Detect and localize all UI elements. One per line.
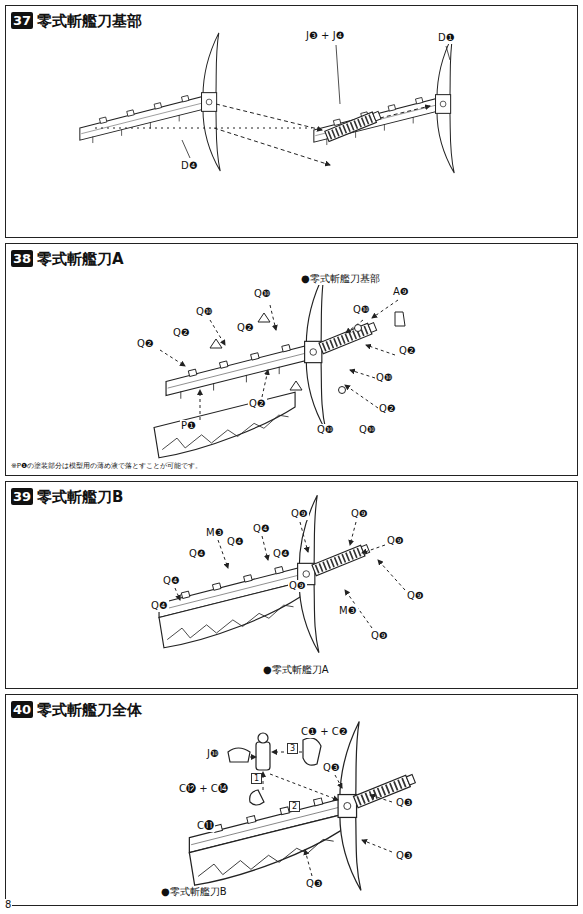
callout-label: Q❹ <box>188 548 207 560</box>
box-text: 40 <box>13 702 31 717</box>
step-number: 37 <box>11 12 33 29</box>
step-title: 零式斬艦刀A <box>37 249 124 269</box>
callout-label: Q❾ <box>386 535 405 547</box>
callout-label: Q❸ <box>322 762 341 774</box>
callout-label: ●零式斬艦刀A <box>262 664 330 676</box>
callout-label: Q❾ <box>290 508 309 520</box>
order-box: 2 <box>289 801 300 812</box>
callout-label: Q❾ <box>370 630 389 642</box>
callout-label: P❶ <box>180 420 197 432</box>
callout-label: Q❹ <box>150 600 169 612</box>
step-number: 39 <box>11 488 33 505</box>
callout-label: D❶ <box>437 32 456 44</box>
callout-label: Q❹ <box>162 575 181 587</box>
callout-label: Q❸ <box>305 878 324 890</box>
callout-label: ●零式斬艦刀B <box>160 886 228 898</box>
callout-label: Q❷ <box>236 322 255 334</box>
step-number: 38 <box>11 250 33 267</box>
callout-label: Q❾ <box>350 508 369 520</box>
callout-label: C⓬ + C⓮ <box>178 783 229 795</box>
callout-label: A❾ <box>392 286 410 298</box>
box-text: 37 <box>13 13 31 28</box>
callout-label: Q❿ <box>253 288 272 300</box>
callout-label: Q❷ <box>378 403 397 415</box>
callout-label: M❸ <box>205 527 225 539</box>
box-text: 38 <box>13 251 31 266</box>
callout-label: Q❹ <box>252 523 271 535</box>
box-text: 1 <box>254 774 259 783</box>
callout-label: Q❾ <box>406 590 425 602</box>
step-panel: 零式斬艦刀全体 40 3 1 2 <box>5 694 578 906</box>
order-box: 3 <box>287 743 298 754</box>
box-text: 3 <box>290 744 295 753</box>
callout-label: Q❿ <box>316 424 335 436</box>
box-text: 2 <box>292 802 297 811</box>
order-box: 1 <box>251 773 262 784</box>
step-panel: 零式斬艦刀基部 37 <box>5 5 578 238</box>
note-text: ※P❶の塗装部分は模型用の薄め液で落とすことが可能です。 <box>10 462 203 471</box>
callout-label: ●零式斬艦刀基部 <box>300 273 381 285</box>
callout-label: M❸ <box>338 605 358 617</box>
callout-label: Q❷ <box>172 327 191 339</box>
callout-label: Q❿ <box>352 304 371 316</box>
box-text: 39 <box>13 489 31 504</box>
callout-label: 8 <box>4 899 12 911</box>
callout-label: Q❿ <box>358 424 377 436</box>
step-title: 零式斬艦刀B <box>37 487 123 507</box>
callout-label: Q❿ <box>375 372 394 384</box>
step-panel: 零式斬艦刀A 38 <box>5 243 578 476</box>
callout-label: Q❿ <box>195 306 214 318</box>
callout-label: J❿ <box>206 748 220 760</box>
callout-label: Q❷ <box>398 345 417 357</box>
callout-label: C⓫ <box>196 820 215 832</box>
step-number: 40 <box>11 701 33 718</box>
callout-label: Q❹ <box>272 548 291 560</box>
step-title: 零式斬艦刀基部 <box>37 11 142 31</box>
callout-label: D❹ <box>180 160 199 172</box>
callout-label: C❶ + C❷ <box>300 726 349 738</box>
callout-label: Q❹ <box>226 536 245 548</box>
callout-label: J❸ + J❹ <box>305 30 346 42</box>
callout-label: Q❸ <box>395 797 414 809</box>
step-title: 零式斬艦刀全体 <box>37 700 142 720</box>
callout-label: Q❸ <box>395 850 414 862</box>
callout-label: Q❷ <box>248 398 267 410</box>
callout-label: Q❷ <box>136 338 155 350</box>
callout-label: Q❾ <box>288 580 307 592</box>
